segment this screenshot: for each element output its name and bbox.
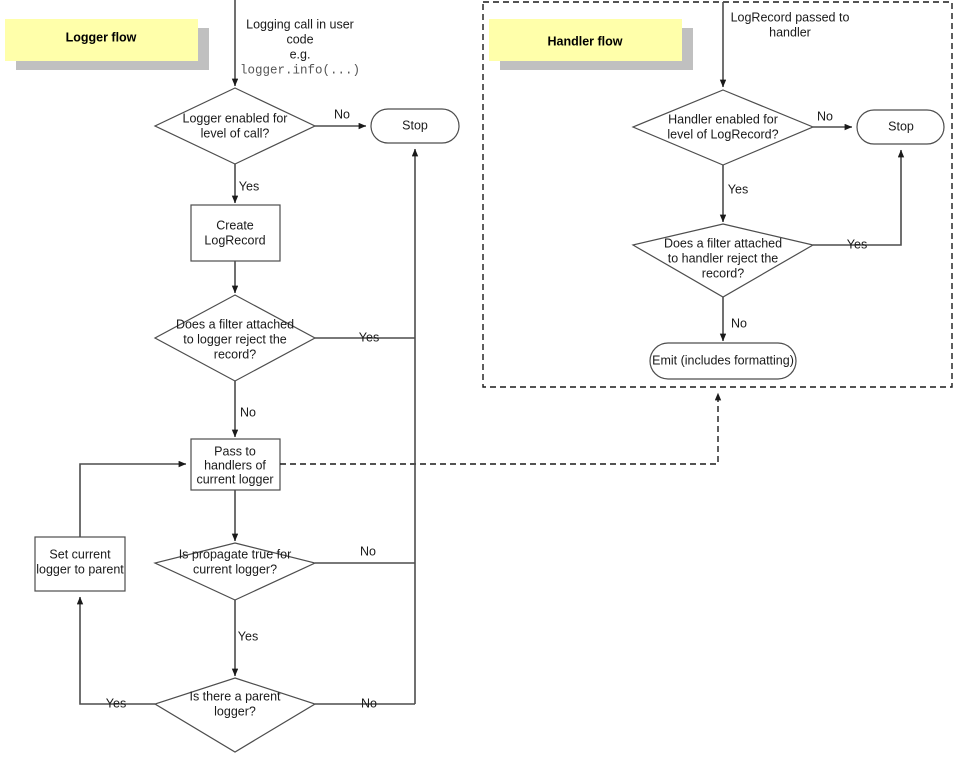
pass-to-handlers-line2: handlers of — [204, 458, 266, 472]
pass-to-handlers-box — [190, 438, 281, 491]
node-parent-logger: Is there a parent logger? — [153, 677, 317, 753]
logger-filter-line2: to logger reject the — [183, 332, 287, 346]
create-logrecord-box — [190, 204, 281, 262]
node-logger-enabled: Logger enabled for level of call? — [153, 87, 317, 165]
pass-to-handlers-line3: current logger — [196, 472, 273, 486]
logger-entry-note-line3: e.g. — [290, 47, 311, 61]
edge-label-logger-filter-no: No — [240, 405, 256, 419]
emit-label: Emit (includes formatting) — [652, 353, 794, 367]
edge-pass-to-handler-panel — [280, 392, 722, 465]
node-emit: Emit (includes formatting) — [649, 342, 797, 380]
handler-flow-banner: Handler flow — [489, 19, 693, 70]
logger-enabled-line2: level of call? — [201, 126, 270, 140]
edge-label-propagate-yes: Yes — [238, 629, 258, 643]
handler-filter-line2: to handler reject the — [668, 251, 779, 265]
parent-logger-diamond — [153, 677, 317, 753]
edge-set-parent-to-pass — [79, 460, 187, 537]
logger-filter-line1: Does a filter attached — [176, 317, 294, 331]
node-logger-filter: Does a filter attached to logger reject … — [153, 294, 317, 382]
edge-label-propagate-no: No — [360, 544, 376, 558]
propagate-line2: current logger? — [193, 562, 277, 576]
handler-flow-banner-label: Handler flow — [547, 34, 622, 48]
handler-enabled-line2: level of LogRecord? — [667, 127, 778, 141]
parent-logger-line1: Is there a parent — [189, 689, 281, 703]
edge-label-handler-enabled-yes: Yes — [728, 182, 748, 196]
node-handler-filter: Does a filter attached to handler reject… — [631, 223, 815, 298]
logger-flow-banner: Logger flow — [5, 19, 209, 70]
logger-entry-note-line2: code — [286, 32, 313, 46]
propagate-line1: Is propagate true for — [179, 547, 292, 561]
node-logger-stop: Stop — [370, 108, 460, 144]
pass-to-handlers-line1: Pass to — [214, 444, 256, 458]
logger-stop-label: Stop — [402, 118, 428, 132]
handler-stop-label: Stop — [888, 119, 914, 133]
handler-flow-banner-box — [489, 19, 682, 61]
edge-label-parent-logger-yes: Yes — [106, 696, 126, 710]
edge-label-logger-enabled-yes: Yes — [239, 179, 259, 193]
parent-logger-line2: logger? — [214, 704, 256, 718]
logger-filter-line3: record? — [214, 347, 256, 361]
logger-stop-shape — [370, 108, 460, 144]
set-current-logger-line2: logger to parent — [36, 562, 124, 576]
node-pass-to-handlers: Pass to handlers of current logger — [190, 438, 281, 491]
node-set-current-logger: Set current logger to parent — [34, 536, 126, 592]
handler-entry-note: LogRecord passed to handler — [731, 10, 850, 39]
logger-entry-note-code: logger.info(...) — [240, 63, 360, 77]
edge-label-logger-filter-yes: Yes — [359, 330, 379, 344]
node-propagate: Is propagate true for current logger? — [153, 542, 317, 601]
set-current-logger-box — [34, 536, 126, 592]
handler-entry-note-line2: handler — [769, 25, 811, 39]
edge-label-parent-logger-no: No — [361, 696, 377, 710]
node-handler-stop: Stop — [856, 109, 945, 145]
logger-enabled-line1: Logger enabled for — [183, 111, 288, 125]
edge-parent-logger-yes — [76, 596, 155, 705]
node-handler-enabled: Handler enabled for level of LogRecord? — [631, 89, 815, 166]
edge-handler-filter-yes — [813, 149, 905, 246]
edge-label-handler-enabled-no: No — [817, 109, 833, 123]
logger-flow-banner-box — [5, 19, 198, 61]
logger-entry-note: Logging call in user code e.g. logger.in… — [240, 17, 360, 77]
emit-shape — [649, 342, 797, 380]
edge-label-logger-enabled-no: No — [334, 107, 350, 121]
create-logrecord-line2: LogRecord — [204, 233, 265, 247]
node-create-logrecord: Create LogRecord — [190, 204, 281, 262]
handler-filter-line3: record? — [702, 266, 744, 280]
edge-label-handler-filter-no: No — [731, 316, 747, 330]
handler-flow-panel — [482, 1, 953, 388]
handler-filter-line1: Does a filter attached — [664, 236, 782, 250]
set-current-logger-line1: Set current — [49, 547, 111, 561]
logger-flow-banner-label: Logger flow — [66, 30, 137, 44]
logger-entry-note-line1: Logging call in user — [246, 17, 354, 31]
handler-entry-note-line1: LogRecord passed to — [731, 10, 850, 24]
handler-stop-shape — [856, 109, 945, 145]
create-logrecord-line1: Create — [216, 218, 254, 232]
handler-enabled-line1: Handler enabled for — [668, 112, 778, 126]
edge-label-handler-filter-yes: Yes — [847, 237, 867, 251]
